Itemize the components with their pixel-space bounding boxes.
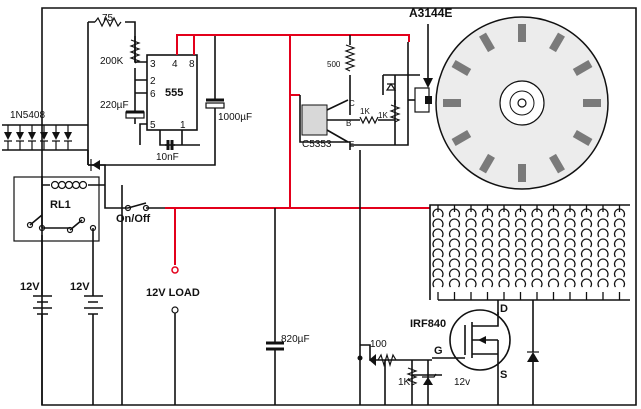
resistor-200k-label: 200K [100,56,124,67]
ic-555-name: 555 [165,87,183,99]
load-label: 12V LOAD [146,287,200,299]
diode-bank-label: 1N5408 [10,110,45,121]
rotor-magnets [443,24,601,182]
rotor-magnet [518,164,526,182]
coil [465,205,477,300]
hall-sensor-label: A3144E [409,6,452,20]
driver-section: 500 C B E C5353 1K 1K A3144E [289,6,452,208]
ic-pin-8: 8 [189,59,195,70]
switch-label[interactable]: On/Off [116,213,151,225]
capacitor-820-label: 820µF [281,334,310,345]
load-terminal: 12V LOAD [146,207,430,405]
transistor-label: C5353 [302,139,332,150]
ic-pin-3: 3 [150,59,156,70]
rotor-magnet [572,60,593,76]
ic-pin-4: 4 [172,59,178,70]
diode-bank: 1N5408 [2,110,89,165]
battery-1-label: 12V [20,281,40,293]
transistor-body [301,104,328,136]
rotor-magnet [443,99,461,107]
mosfet-pin-s: S [500,369,507,381]
ic-pin-1: 1 [180,120,186,131]
relay-label: RL1 [50,199,71,211]
relay-section: RL1 On/Off [13,159,165,405]
rotor-magnet [479,153,495,174]
coil [432,205,444,300]
mosfet-pin-g: G [434,345,443,357]
hall-sensor-face [425,96,432,104]
coil [514,205,527,300]
transistor-pin-b: B [346,119,351,128]
rotor-magnet [583,99,601,107]
coil [564,205,576,300]
coil [613,205,626,300]
resistor-75-label: 75 [102,13,114,24]
resistor-1k-a-label: 1K [360,107,370,116]
transistor-pin-c: C [349,99,355,108]
rotor-magnet [549,153,565,174]
mosfet-pin-d: D [500,303,508,315]
coil-bank [429,204,630,301]
resistor-1k-b-label: 1K [378,111,388,120]
coil [547,205,560,300]
ic-pin-6: 6 [150,89,156,100]
relay-box [13,176,100,242]
capacitor-820: 820µF [266,208,310,405]
ic-pin-5: 5 [150,120,156,131]
zener-label: 12v [454,377,470,388]
rotor-magnet [479,32,495,53]
coil [448,205,461,300]
ic-pin-2: 2 [150,76,156,87]
coil [481,205,494,300]
rotor-magnet [451,60,472,76]
battery-2-label: 12V [70,281,90,293]
rotor-magnet [549,32,565,53]
capacitor-10n-label: 10nF [156,152,179,163]
resistor-500-label: 500 [327,60,341,69]
rotor-magnet [572,130,593,146]
resistor-100-label: 100 [370,339,387,350]
mosfet-section: IRF840 D G S 100 1K 12v [357,150,539,405]
rotor-magnet [518,24,526,42]
resistor-1k-c-label: 1K [398,377,411,388]
batteries: 12V 12V [20,275,103,405]
coil [580,205,593,300]
coil [531,205,543,300]
capacitor-1000-plate [205,102,225,109]
ic-555-body [146,54,198,131]
coil [597,205,609,300]
coils [432,205,626,300]
capacitor-1000-label: 1000µF [218,112,252,123]
coil [498,205,510,300]
rotor-axle [517,98,527,108]
mosfet-label: IRF840 [410,318,446,330]
capacitor-220-label: 220µF [100,100,129,111]
timer-555-section: 75 200K 220µF 555 3 4 8 2 6 5 1 10nF 100… [87,13,410,166]
rotor-hub [499,80,545,126]
rotor-hub-inner [509,90,535,116]
rotor-disc [435,16,609,190]
rotor-magnet [451,130,472,146]
